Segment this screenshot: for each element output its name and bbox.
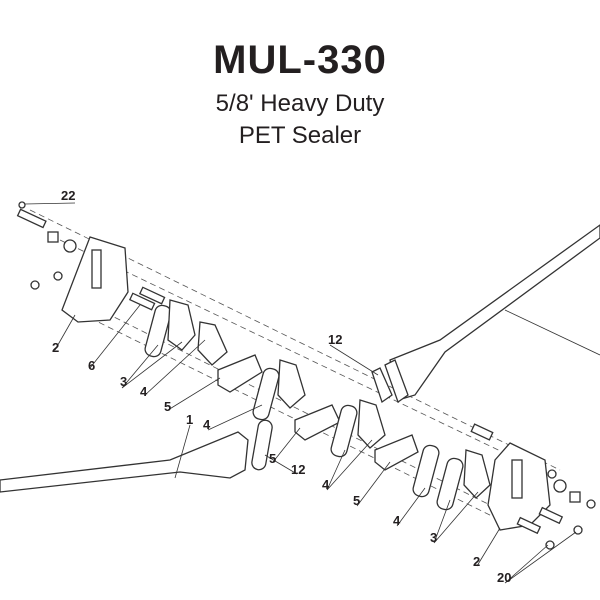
callout-5-c: 5 <box>353 493 360 508</box>
left-hardware <box>16 201 166 311</box>
jaw-plates <box>144 299 491 511</box>
right-hardware <box>470 423 596 550</box>
callout-4-a: 4 <box>140 384 148 399</box>
callout-3-right: 3 <box>430 530 437 545</box>
callout-2-left: 2 <box>52 340 59 355</box>
callout-20: 20 <box>497 570 511 585</box>
callout-1: 1 <box>186 412 193 427</box>
left-plate-slot <box>91 249 102 289</box>
model-title: MUL-330 <box>213 38 387 82</box>
callout-12-upper: 12 <box>328 332 342 347</box>
callout-4-d: 4 <box>393 513 401 528</box>
subtitle-line-2: PET Sealer <box>238 122 362 149</box>
callout-3-left: 3 <box>120 374 127 389</box>
lower-handle-arm <box>0 431 249 493</box>
callout-6: 6 <box>88 358 95 373</box>
callout-5-b: 5 <box>269 451 276 466</box>
upper-handle-arm <box>384 224 600 404</box>
callout-2-right: 2 <box>473 554 480 569</box>
leader-lines <box>24 202 577 584</box>
callout-4-b: 4 <box>203 417 211 432</box>
callout-4-c: 4 <box>322 477 330 492</box>
callout-22: 22 <box>61 188 75 203</box>
callout-5-a: 5 <box>164 399 171 414</box>
right-plate-slot <box>511 459 523 499</box>
callout-12-lower: 12 <box>291 462 305 477</box>
subtitle-line-1: 5/8' Heavy Duty <box>215 90 385 117</box>
